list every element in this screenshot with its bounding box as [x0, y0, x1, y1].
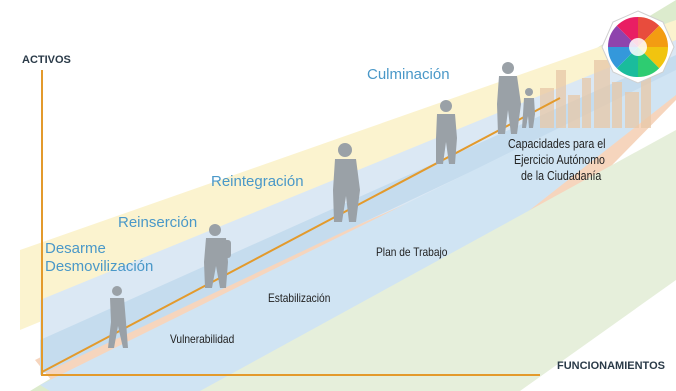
stage-culminacion: Culminación — [367, 66, 450, 83]
stage-reinsercion: Reinserción — [118, 214, 198, 231]
band-label-vulnerabilidad: Vulnerabilidad — [170, 332, 235, 346]
band-label-estabilizacion: Estabilización — [268, 291, 331, 305]
hiker-icon — [204, 224, 231, 288]
band-label-plan-de-trabajo: Plan de Trabajo — [376, 245, 448, 259]
band-blue-lower — [40, 70, 676, 391]
city-skyline-icon — [540, 60, 651, 128]
stage-reintegracion: Reintegración — [211, 173, 304, 190]
band-blue — [40, 55, 676, 375]
stage-desmovilizacion: Desmovilización — [45, 258, 154, 275]
walking-person-icon — [108, 286, 128, 348]
parent-child-icon — [497, 62, 535, 134]
walking-person-icon — [333, 143, 360, 222]
progress-path-line — [41, 97, 561, 373]
capacidades-line-1: Capacidades para el — [508, 137, 606, 151]
y-axis-label: ACTIVOS — [22, 54, 71, 66]
capacidades-line-3: de la Ciudadanía — [521, 169, 602, 183]
x-axis-label: FUNCIONAMIENTOS — [557, 360, 665, 372]
color-wheel-icon — [601, 10, 675, 84]
stage-desarme: Desarme — [45, 240, 106, 257]
band-green-lower — [200, 130, 676, 391]
capacidades-line-2: Ejercicio Autónomo — [514, 153, 605, 167]
walking-person-icon — [436, 100, 457, 164]
